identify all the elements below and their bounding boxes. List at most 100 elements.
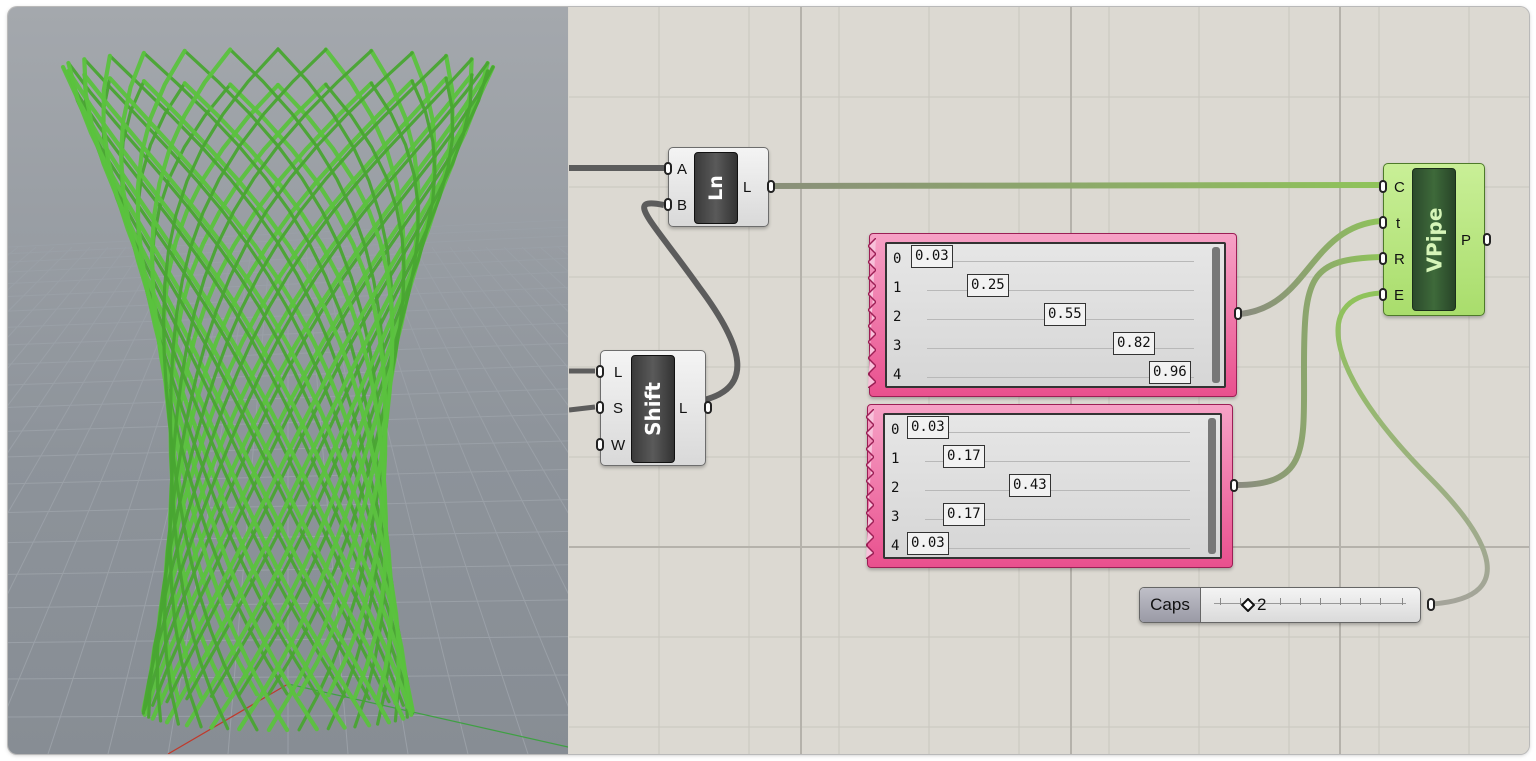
wire-panel2-to-vpipe-r — [1236, 254, 1382, 488]
shift-input-s[interactable]: S — [613, 400, 624, 417]
panel-r-output-grip[interactable] — [1230, 479, 1238, 492]
ln-output-l[interactable]: L — [743, 179, 752, 196]
pipe-strut — [82, 57, 392, 725]
panel-t-body: 0 1 2 3 4 0.03 0.25 0.55 0.82 0.96 — [885, 242, 1226, 388]
panel-r-value: 0.03 — [907, 532, 949, 555]
ln-input-grip-b[interactable] — [664, 198, 672, 211]
vpipe-input-r[interactable]: R — [1394, 251, 1405, 268]
pipe-strut — [162, 51, 414, 726]
pipe-strut — [151, 69, 490, 707]
caps-slider-track[interactable] — [1214, 603, 1406, 604]
pipe-strut — [185, 76, 455, 701]
panel-r-index: 3 — [891, 509, 900, 525]
vpipe-output-p[interactable]: P — [1461, 232, 1472, 249]
panel-r-value: 0.17 — [943, 445, 985, 468]
panel-t-value: 0.82 — [1113, 332, 1155, 355]
pipe-strut — [60, 64, 414, 717]
ln-output-grip[interactable] — [767, 180, 775, 193]
pipe-strut — [150, 60, 490, 721]
app-window: A B Ln L L S W Shift L — [8, 7, 1529, 754]
panel-r-index: 1 — [891, 451, 900, 467]
panel-t-value: 0.25 — [967, 274, 1009, 297]
pipe-strut — [66, 68, 415, 713]
ln-label-block: Ln — [694, 152, 738, 224]
caps-slider-label: Caps — [1140, 588, 1201, 622]
pipe-strut — [143, 65, 495, 711]
panel-t-index: 4 — [893, 367, 902, 383]
grasshopper-canvas[interactable]: A B Ln L L S W Shift L — [569, 7, 1529, 754]
wire-ln-to-vpipe-c — [768, 182, 1382, 189]
caps-output-grip[interactable] — [1427, 598, 1435, 611]
shift-output-l[interactable]: L — [679, 400, 688, 417]
shift-output-grip[interactable] — [704, 401, 712, 414]
pipe-strut — [136, 81, 319, 697]
panel-zigzag-edge — [866, 409, 874, 559]
vpipe-label: VPipe — [1422, 207, 1446, 272]
vpipe-input-t[interactable]: t — [1396, 215, 1401, 232]
vpipe-input-grip-t[interactable] — [1379, 216, 1387, 229]
panel-r-value: 0.17 — [943, 503, 985, 526]
ln-input-a[interactable]: A — [677, 161, 688, 178]
panel-zigzag-edge — [868, 238, 876, 388]
panel-t-index: 3 — [893, 338, 902, 354]
shift-component[interactable]: L S W Shift L — [596, 350, 712, 466]
panel-r-index: 0 — [891, 422, 900, 438]
slider-handle-icon[interactable] — [1241, 598, 1255, 612]
panel-r-index: 4 — [891, 538, 900, 554]
y-axis-line — [287, 683, 568, 748]
panel-r-body: 0 1 2 3 4 0.03 0.17 0.43 0.17 0.03 — [883, 413, 1222, 559]
ln-input-grip-a[interactable] — [664, 162, 672, 175]
viewport-geometry — [8, 47, 568, 754]
vpipe-input-c[interactable]: C — [1394, 179, 1405, 196]
shift-input-w[interactable]: W — [611, 437, 626, 454]
pipe-strut — [82, 72, 410, 709]
ln-input-b[interactable]: B — [677, 197, 688, 214]
wire-into-shift-s — [569, 404, 596, 413]
vpipe-label-block: VPipe — [1412, 168, 1456, 311]
pipe-strut — [168, 47, 328, 731]
panel-t-index: 1 — [893, 280, 902, 296]
pipe-strut — [183, 49, 388, 729]
pipe-strut — [101, 53, 372, 728]
panel-r-values[interactable]: 0 1 2 3 4 0.03 0.17 0.43 0.17 0.03 — [866, 404, 1238, 568]
pipe-strut — [228, 82, 388, 698]
panel-t-output-grip[interactable] — [1234, 307, 1242, 320]
wire-shift-to-ln-b — [641, 200, 741, 403]
vpipe-input-e[interactable]: E — [1394, 287, 1405, 304]
pipe-strut — [237, 48, 421, 732]
pipe-strut — [107, 76, 401, 706]
pipe-strut — [118, 50, 347, 730]
vpipe-output-grip[interactable] — [1483, 233, 1491, 246]
pipe-strut — [275, 82, 395, 697]
pipe-strut — [61, 65, 413, 711]
pipe-strut — [135, 48, 319, 732]
line-component[interactable]: A B Ln L — [664, 147, 775, 227]
vpipe-input-grip-r[interactable] — [1379, 252, 1387, 265]
panel-t-index: 2 — [893, 309, 902, 325]
panel-t-scrollbar[interactable] — [1212, 247, 1220, 383]
pipe-strut — [147, 57, 474, 719]
panel-r-index: 2 — [891, 480, 900, 496]
panel-r-value: 0.03 — [907, 416, 949, 439]
floor-grid — [8, 219, 568, 754]
panel-t-value: 0.96 — [1149, 361, 1191, 384]
vpipe-component[interactable]: C t R E VPipe P — [1379, 163, 1491, 316]
panel-r-scrollbar[interactable] — [1208, 418, 1216, 554]
vpipe-input-grip-c[interactable] — [1379, 180, 1387, 193]
shift-input-grip-l[interactable] — [596, 365, 604, 378]
caps-slider-value: 2 — [1257, 595, 1267, 614]
shift-input-grip-s[interactable] — [596, 401, 604, 414]
pipe-strut — [141, 61, 490, 715]
panel-r-value: 0.43 — [1009, 474, 1051, 497]
3d-viewport[interactable] — [8, 7, 568, 754]
panel-t-value: 0.03 — [911, 245, 953, 268]
wire-caps-to-vpipe-e — [1335, 290, 1490, 607]
panel-t-index: 0 — [893, 251, 902, 267]
shift-input-l[interactable]: L — [614, 364, 623, 381]
caps-slider[interactable]: Caps 2 — [1139, 587, 1421, 623]
panel-t-values[interactable]: 0 1 2 3 4 0.03 0.25 0.55 0.82 0.96 — [868, 233, 1242, 397]
vpipe-input-grip-e[interactable] — [1379, 288, 1387, 301]
shift-input-grip-w[interactable] — [596, 438, 604, 451]
pipe-geometry — [60, 47, 496, 733]
pipe-strut — [66, 60, 406, 721]
